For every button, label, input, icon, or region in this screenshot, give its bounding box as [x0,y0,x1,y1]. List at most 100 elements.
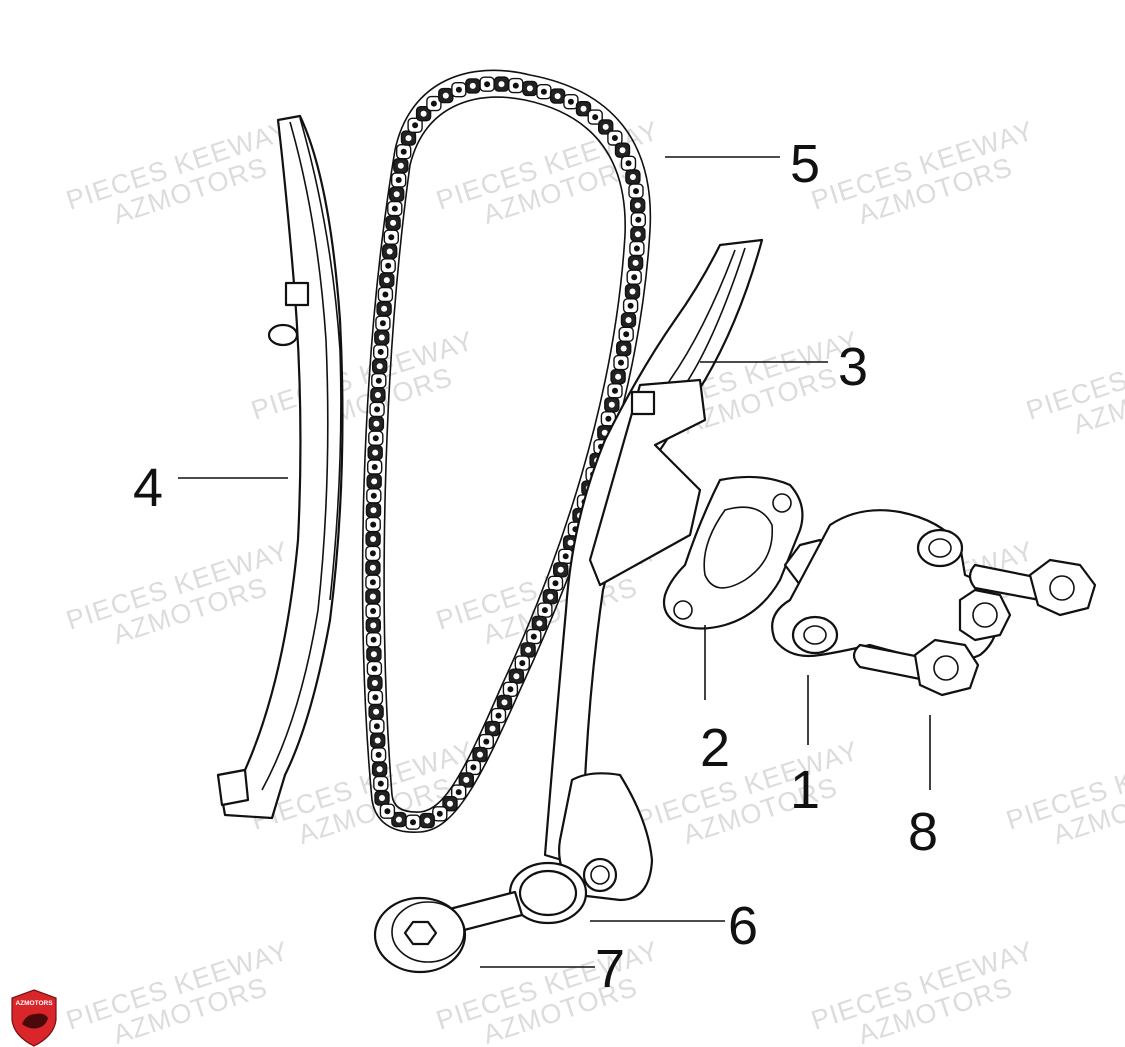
chain-pin [633,245,640,252]
chain-pin [371,464,378,470]
chain-pin [540,88,547,95]
callout-4: 4 [133,458,163,518]
chain-pin [634,231,641,238]
chain-pin [385,262,392,269]
chain-pin [375,751,382,758]
chain-pin [620,345,627,352]
watermark-13: PIECES KEEWAY AZMOTORS [63,935,293,1047]
chain-pin [625,160,632,167]
chain-pin [379,320,386,327]
chain-pin [371,665,378,672]
watermark-3: PIECES KEEWAY AZMOTORS [808,115,1038,230]
chain-pin [383,277,390,284]
chain-pin [377,780,384,787]
chain-pin [371,680,378,686]
chain-links [365,76,646,830]
callout-8: 8 [908,802,938,862]
chain-pin [633,188,639,195]
watermark-11: PIECES KEEWAY AZMOTORS [633,735,863,850]
chain-guide-fixed [216,114,344,820]
chain-pin [372,449,379,456]
callout-5: 5 [790,134,820,194]
chain-pin [547,593,554,600]
chain-pin [562,553,569,560]
logo-text: AZMOTORS [15,1000,53,1007]
chain-pin [374,737,381,744]
callout-2: 2 [700,718,730,778]
chain-pin [370,492,377,499]
chain-pin [615,373,622,380]
chain-pin [370,507,377,514]
chain-pin [625,317,632,324]
chain-pin [526,85,533,92]
chain-pin [397,162,404,169]
chain-pin [513,673,520,680]
chain-pin [370,651,377,658]
chain-pin [507,686,514,693]
chain-pin [631,274,638,281]
chain-pin [376,766,383,773]
chain-pin [370,521,377,528]
chain-pin [372,435,379,442]
chain-pin [395,816,402,823]
chain-pin [384,808,391,815]
chain-pin [567,98,574,105]
chain-pin [541,607,548,614]
chain-pin [370,636,377,643]
chain-pin [469,82,476,89]
chain-pin [369,579,376,586]
chain-pin [369,593,376,600]
chain-pin [378,334,385,341]
chain-pin [484,81,491,88]
chain-pin [470,764,477,771]
chain-pin [554,93,561,100]
chain-pin [390,219,397,226]
o-ring [508,861,588,925]
chain-pin [371,478,378,485]
chain-pin [629,288,636,295]
watermark-14: PIECES KEEWAY AZMOTORS [433,935,663,1047]
chain-pin [580,105,587,112]
callout-labels: 1 2 3 4 5 6 7 8 [133,134,938,999]
watermark-12: PIECES KEEWAY AZMOTORS [1003,735,1125,850]
chain-pin [400,148,407,155]
chain-pin [592,114,599,121]
chain-pin [605,415,612,422]
chain-pin [635,216,642,223]
chain-pin [627,302,634,309]
chain-pin [370,608,377,614]
tensioner-bolts [852,558,1097,697]
chain-pin [412,122,419,129]
chain-pin [430,100,437,107]
chain-pin [388,234,395,241]
chain-pin [567,539,574,546]
chain-pin [410,819,416,826]
chain-pin [369,550,376,557]
chain-pin [632,259,639,266]
chain-pin [623,331,630,338]
chain-pin [370,622,377,629]
watermark-1: PIECES KEEWAY AZMOTORS [63,115,293,230]
chain-pin [375,377,382,384]
chain-pin [442,92,449,99]
callout-6: 6 [728,896,758,956]
chain-pin [501,699,508,706]
chain-pin [372,694,379,701]
chain-pin [373,420,380,427]
chain-pin [601,429,608,436]
chain-pin [483,738,490,745]
chain-pin [612,387,618,394]
chain-pin [489,725,496,732]
chain-pin [477,751,483,758]
chain-pin [373,723,380,730]
chain-tensioner [771,509,1012,665]
chain-pin [512,82,519,89]
chain-pin [381,305,388,312]
chain-pin [374,406,381,413]
chain-pin [370,536,377,542]
chain-pin [382,291,389,298]
chain-pin [373,708,380,715]
chain-pin [552,580,559,587]
chain-pin [530,633,537,640]
watermark-15: PIECES KEEWAY AZMOTORS [808,935,1038,1047]
